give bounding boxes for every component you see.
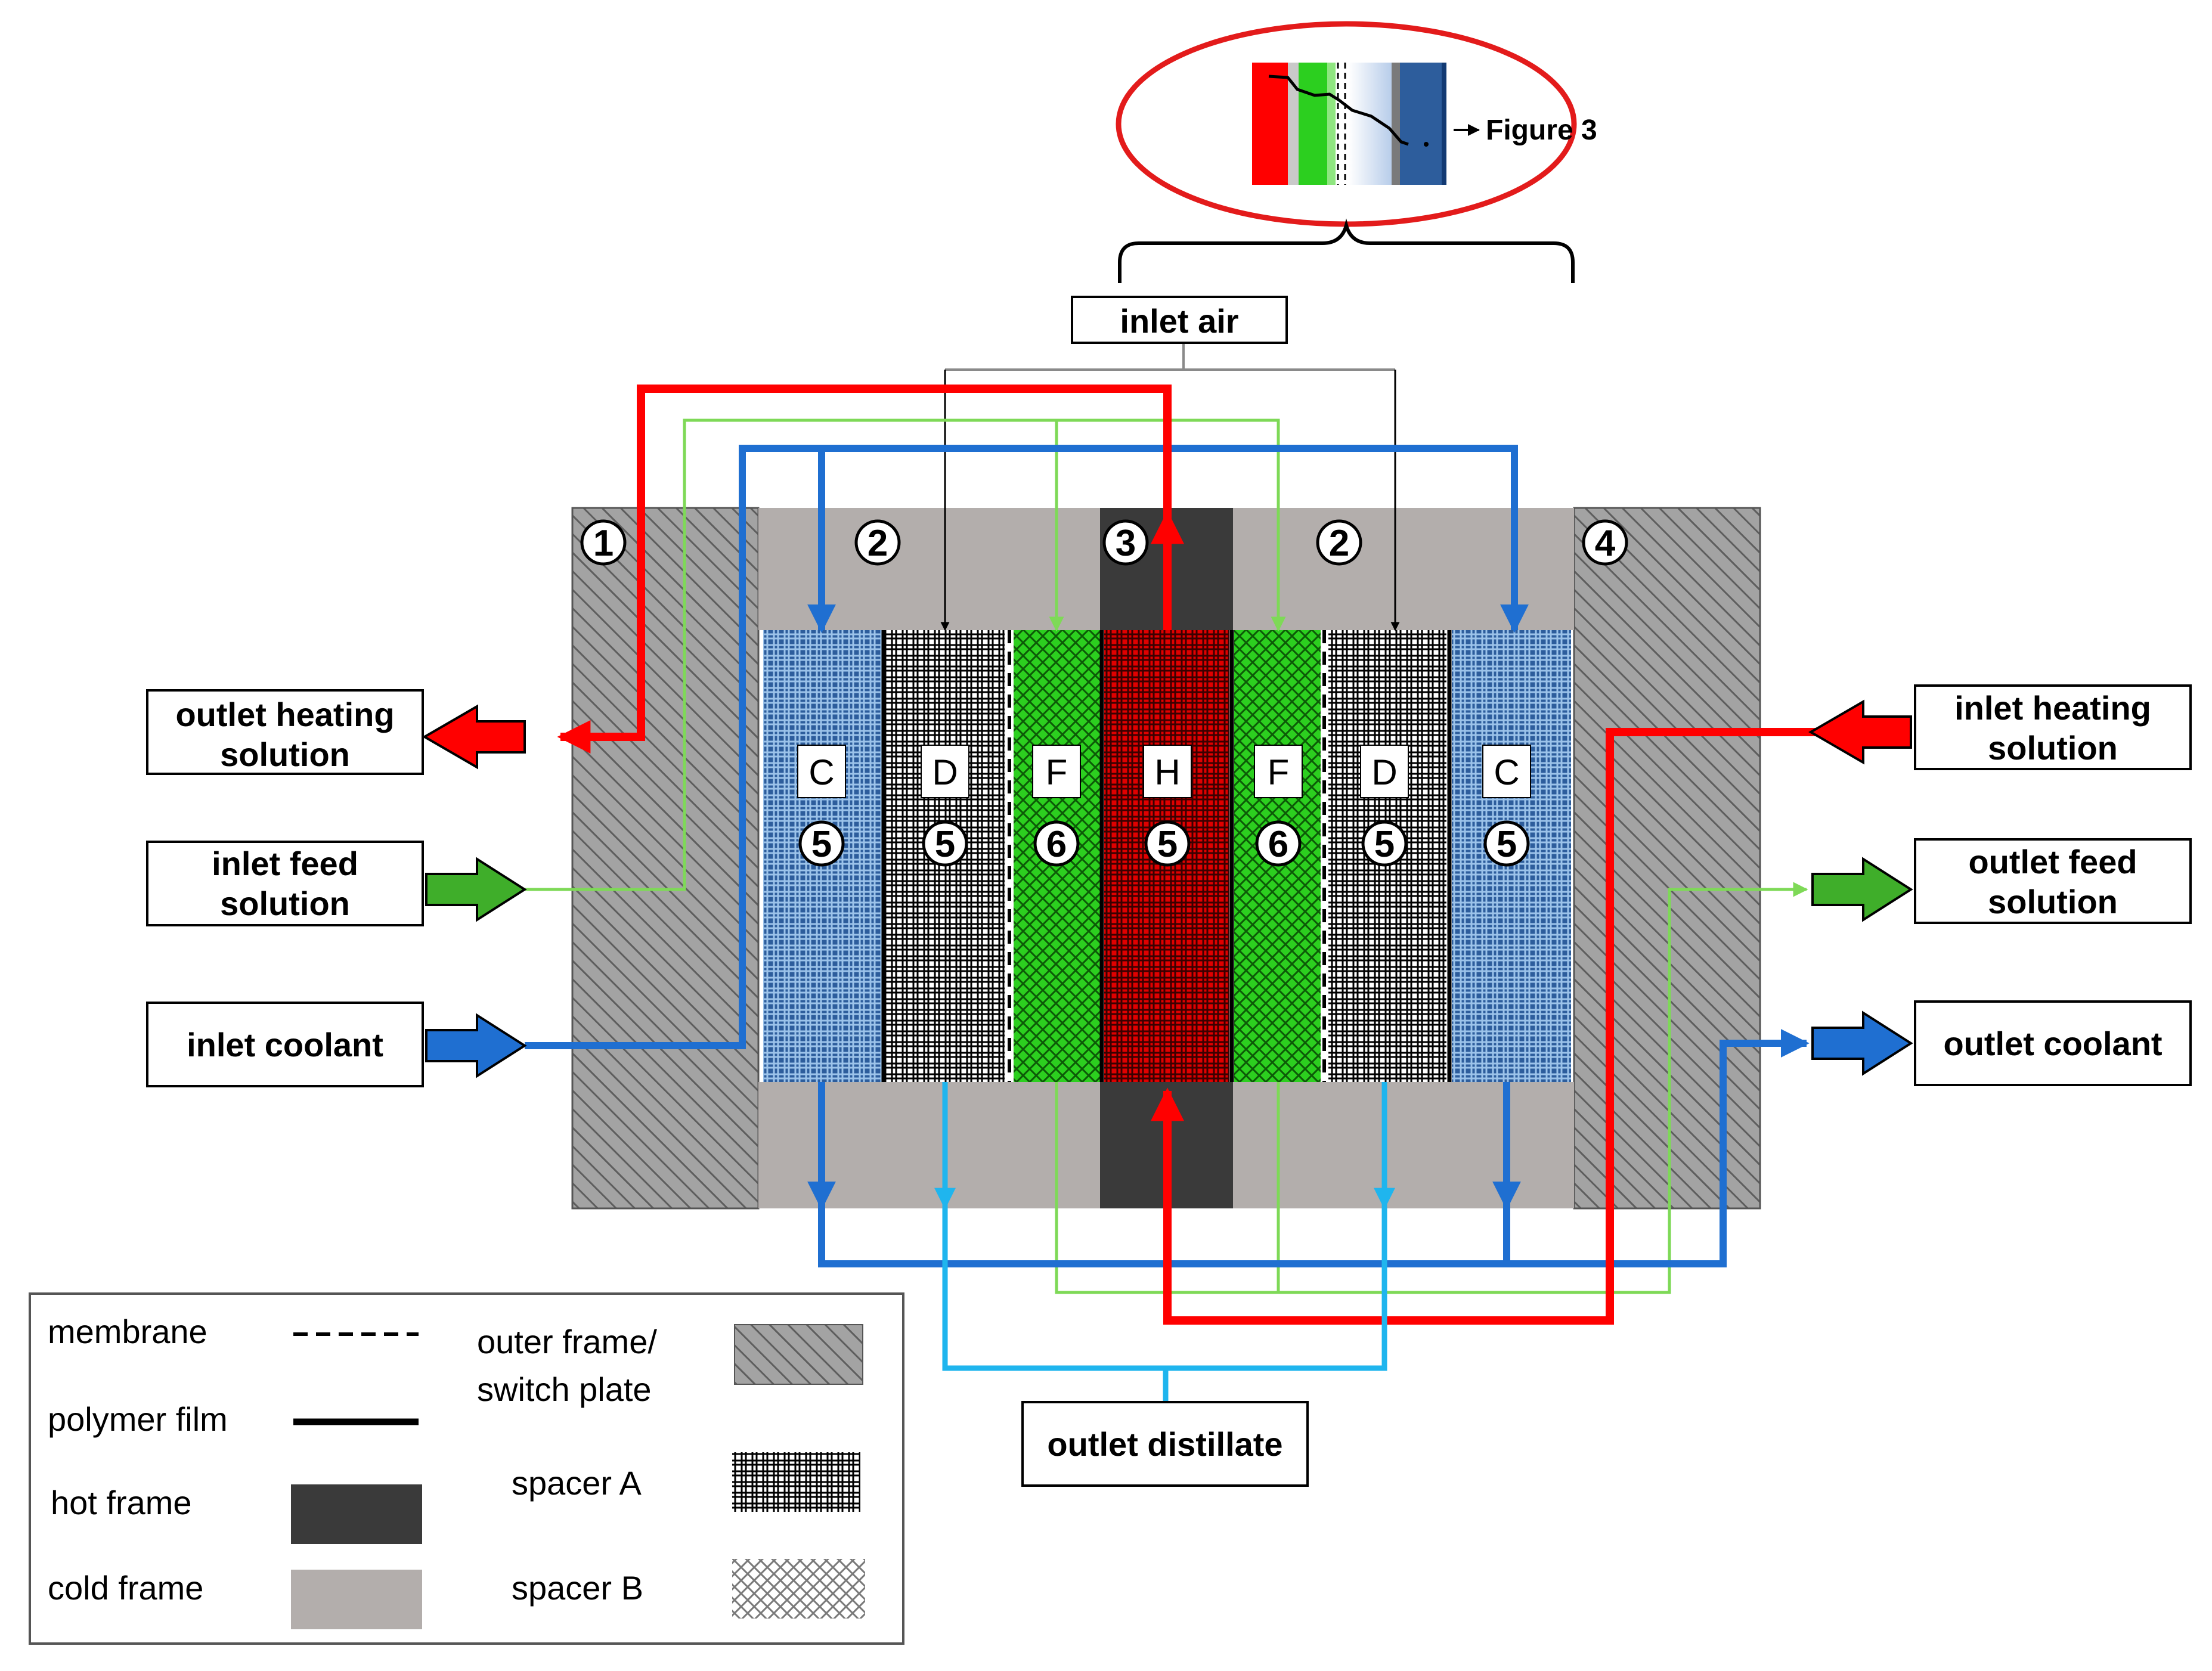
outer-frame-right bbox=[1573, 507, 1761, 1210]
cold-frame-left-bottom bbox=[758, 1082, 1100, 1208]
curly-brace bbox=[1118, 218, 1575, 283]
channel-label-3: F 6 bbox=[1032, 745, 1081, 867]
channel-number: 6 bbox=[1268, 824, 1288, 865]
arrow-inlet-heating bbox=[1808, 699, 1912, 765]
arrow-outlet-coolant bbox=[1811, 1010, 1913, 1076]
channel-number: 6 bbox=[1046, 824, 1067, 865]
arrow-inlet-feed bbox=[425, 857, 527, 922]
channel-label-2: D 5 bbox=[921, 745, 969, 867]
frame-number: 4 bbox=[1595, 523, 1616, 564]
legend-label: spacer B bbox=[512, 1569, 643, 1607]
legend-cold-frame-swatch bbox=[291, 1570, 422, 1629]
label-inlet-heating: inlet heating solution bbox=[1914, 684, 2192, 770]
frame-number: 3 bbox=[1116, 523, 1136, 564]
legend-label: cold frame bbox=[48, 1569, 203, 1607]
svg-text:outlet distillate: outlet distillate bbox=[1047, 1425, 1282, 1463]
label-inlet-feed: inlet feed solution bbox=[146, 841, 424, 926]
label-outlet-coolant: outlet coolant bbox=[1914, 1000, 2192, 1086]
arrow-outlet-feed bbox=[1811, 857, 1913, 922]
legend-spacer-a-swatch bbox=[732, 1452, 860, 1512]
outer-frame-left bbox=[571, 507, 760, 1210]
channel-label-7: C 5 bbox=[1482, 745, 1531, 867]
frame-number: 2 bbox=[868, 523, 888, 564]
legend-hot-frame-swatch bbox=[291, 1484, 422, 1544]
legend-label: membrane bbox=[48, 1313, 207, 1350]
channel-label-6: D 5 bbox=[1360, 745, 1409, 867]
label-inlet-coolant: inlet coolant bbox=[146, 1002, 424, 1087]
temperature-profile bbox=[1268, 75, 1409, 146]
channel-letter: C bbox=[808, 752, 834, 792]
channels bbox=[763, 630, 1571, 1082]
distillate-lines bbox=[934, 1082, 1395, 1402]
svg-text:solution: solution bbox=[1988, 883, 2118, 920]
legend-label: outer frame/ bbox=[477, 1323, 657, 1360]
figure-inset: Figure 3 bbox=[1116, 21, 1597, 283]
legend: membrane polymer film hot frame cold fra… bbox=[29, 1292, 904, 1645]
cold-frame-right-bottom bbox=[1233, 1082, 1574, 1208]
frame-number: 2 bbox=[1329, 523, 1349, 564]
air-lines bbox=[940, 343, 1400, 631]
coolant-lines bbox=[525, 445, 1810, 1267]
channel-letter: D bbox=[1371, 752, 1397, 792]
frame-number: 1 bbox=[593, 523, 614, 564]
channel-number: 5 bbox=[935, 824, 955, 865]
legend-label: hot frame bbox=[51, 1484, 192, 1521]
heating-lines bbox=[557, 385, 1908, 1325]
block-arrows bbox=[422, 699, 1913, 1078]
legend-label: switch plate bbox=[477, 1371, 652, 1408]
figure-ref-label: Figure 3 bbox=[1486, 114, 1597, 146]
arrow-inlet-coolant bbox=[425, 1013, 527, 1078]
legend-outer-frame-swatch bbox=[734, 1324, 863, 1385]
svg-text:solution: solution bbox=[1988, 729, 2118, 767]
channel-letter: H bbox=[1154, 752, 1180, 792]
channel-number: 5 bbox=[811, 824, 832, 865]
svg-text:solution: solution bbox=[220, 885, 350, 922]
svg-text:outlet coolant: outlet coolant bbox=[1943, 1025, 2162, 1062]
channel-label-5: F 6 bbox=[1254, 745, 1303, 867]
svg-text:outlet heating: outlet heating bbox=[175, 696, 394, 733]
svg-text:solution: solution bbox=[220, 736, 350, 773]
channel-labels: C 5 D 5 F 6 H 5 F 6 bbox=[797, 745, 1531, 867]
legend-label: spacer A bbox=[512, 1464, 642, 1502]
label-boxes: inlet air outlet heating solution inlet … bbox=[146, 296, 2192, 1487]
cold-frame-right-top bbox=[1233, 508, 1574, 630]
label-outlet-feed: outlet feed solution bbox=[1914, 838, 2192, 924]
channel-label-4: H 5 bbox=[1143, 745, 1192, 867]
legend-spacer-b-swatch bbox=[732, 1559, 865, 1619]
channel-letter: F bbox=[1046, 752, 1068, 792]
feed-lines bbox=[525, 418, 1808, 1294]
legend-label: polymer film bbox=[48, 1400, 228, 1438]
svg-text:outlet feed: outlet feed bbox=[1968, 843, 2137, 881]
label-outlet-distillate: outlet distillate bbox=[1021, 1401, 1309, 1487]
channel-number: 5 bbox=[1497, 824, 1517, 865]
channel-number: 5 bbox=[1157, 824, 1178, 865]
channel-label-1: C 5 bbox=[797, 745, 846, 867]
label-outlet-heating: outlet heating solution bbox=[146, 689, 424, 775]
channel-number: 5 bbox=[1374, 824, 1395, 865]
cold-frame-left-top bbox=[758, 508, 1100, 630]
channel-letter: F bbox=[1268, 752, 1290, 792]
frame-numbers: 1 2 3 2 4 bbox=[580, 519, 1628, 566]
svg-text:inlet feed: inlet feed bbox=[212, 845, 358, 882]
channel-letter: D bbox=[932, 752, 958, 792]
svg-text:inlet coolant: inlet coolant bbox=[187, 1026, 383, 1064]
arrow-outlet-heating bbox=[422, 704, 526, 770]
channel-letter: C bbox=[1494, 752, 1519, 792]
svg-text:inlet air: inlet air bbox=[1120, 302, 1238, 340]
label-inlet-air: inlet air bbox=[1071, 296, 1288, 344]
svg-text:inlet heating: inlet heating bbox=[1954, 689, 2151, 727]
